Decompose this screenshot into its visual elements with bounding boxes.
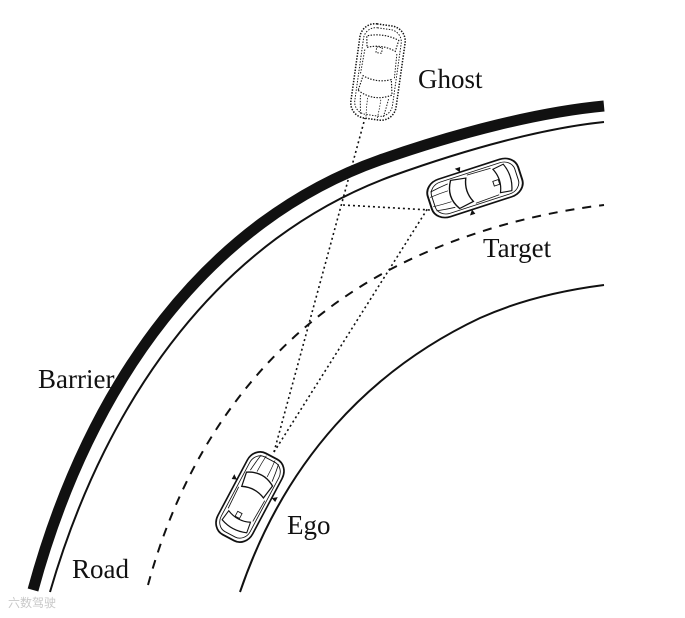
sightline-reflection-to-target (342, 204, 431, 211)
ghost-car-icon (348, 21, 408, 123)
lane-divider-dashed (147, 204, 605, 586)
road-label: Road (72, 554, 129, 584)
road-edge-inner (239, 284, 605, 593)
ego-label: Ego (287, 510, 331, 540)
target-car-icon (421, 148, 529, 228)
barrier-label: Barrier (38, 364, 115, 394)
ego-car-icon (205, 443, 295, 551)
watermark: 六数驾驶 (8, 596, 57, 610)
barrier-curve (27, 100, 605, 592)
road-edge-outer (49, 121, 605, 593)
sightline-ego-to-target (273, 207, 429, 453)
ghost-label: Ghost (418, 64, 483, 94)
target-label: Target (483, 233, 552, 263)
